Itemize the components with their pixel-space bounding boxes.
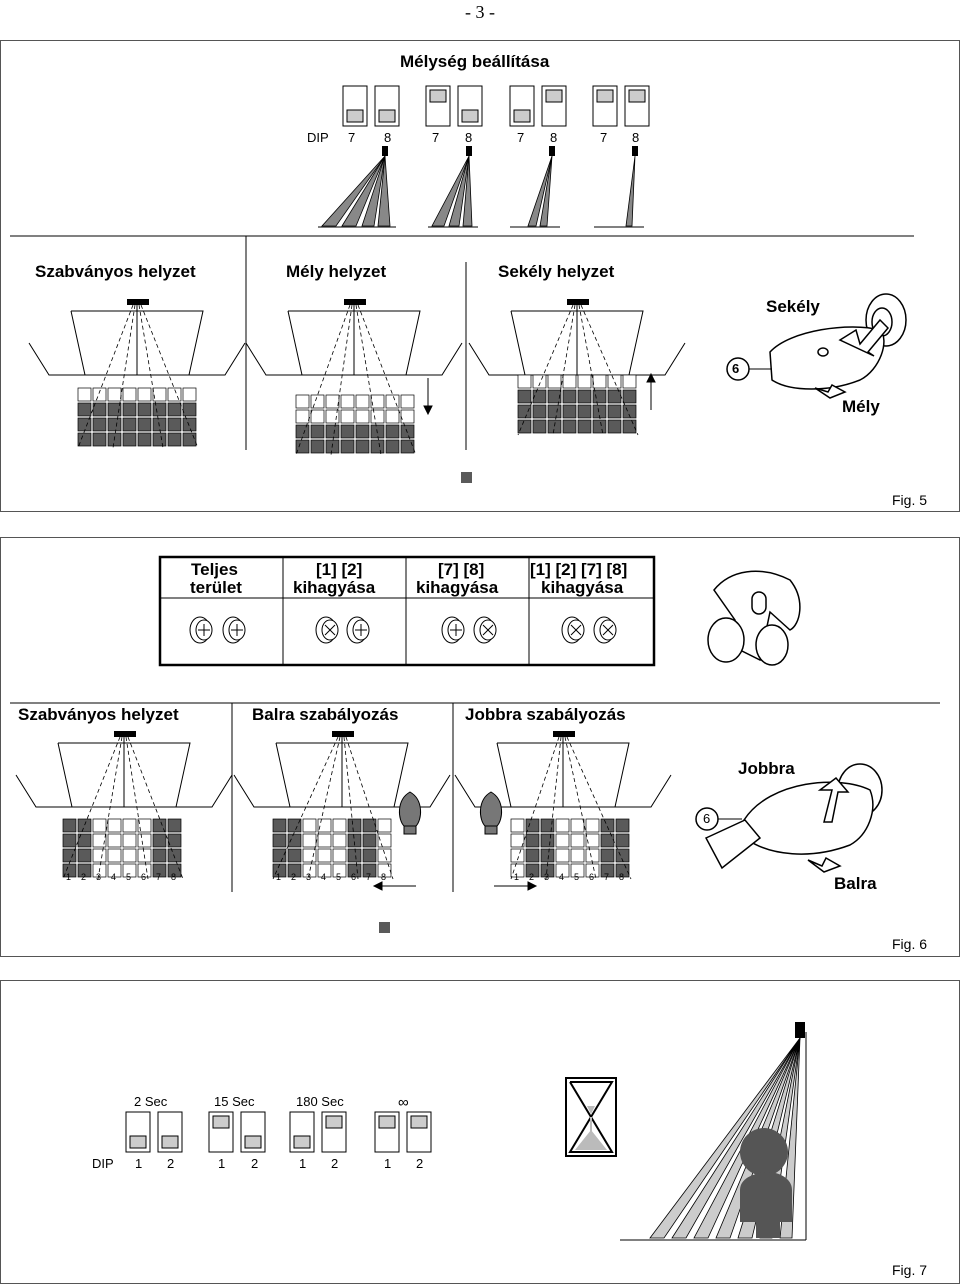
column-number: 2 — [529, 872, 535, 882]
table-header-78: [7] [8] — [438, 560, 485, 579]
dip-num: 1 — [218, 1156, 226, 1171]
fig5-shallow-text: Sekély — [766, 297, 820, 316]
table-header-1278-sub: kihagyása — [541, 578, 624, 597]
column-number: 6 — [589, 872, 595, 882]
dip-num: 7 — [517, 130, 525, 145]
column-number: 2 — [291, 872, 297, 882]
dip-num: 7 — [600, 130, 608, 145]
table-header-1278: [1] [2] [7] [8] — [530, 560, 628, 579]
dip-num: 8 — [465, 130, 473, 145]
fig6-standard-label: Szabványos helyzet — [18, 705, 179, 724]
fig7-dip-label: DIP — [92, 1156, 114, 1171]
column-number: 3 — [306, 872, 312, 882]
dip-num: 7 — [432, 130, 440, 145]
dip-num: 8 — [384, 130, 392, 145]
fig6-right-label: Jobbra szabályozás — [465, 705, 626, 724]
column-number: 1 — [276, 872, 282, 882]
fig6-caption: Fig. 6 — [892, 936, 928, 952]
column-number: 6 — [141, 872, 147, 882]
dip-num: 2 — [251, 1156, 259, 1171]
dip-num: 2 — [416, 1156, 424, 1171]
fig5-standard-label: Szabványos helyzet — [35, 262, 196, 281]
dip-num: 1 — [384, 1156, 392, 1171]
time-2sec: 2 Sec — [134, 1094, 168, 1109]
fig6-right-text: Jobbra — [738, 759, 795, 778]
dip-num: 7 — [348, 130, 356, 145]
column-number: 7 — [604, 872, 610, 882]
column-number: 4 — [559, 872, 565, 882]
table-header-78-sub: kihagyása — [416, 578, 499, 597]
column-number: 1 — [514, 872, 520, 882]
fig5-deep-label: Mély helyzet — [286, 262, 387, 281]
page-number: - 3 - — [465, 2, 495, 22]
column-number: 7 — [156, 872, 162, 882]
fig5-shallow-label: Sekély helyzet — [498, 262, 615, 281]
fig5-deep-text: Mély — [842, 397, 880, 416]
dip-num: 2 — [331, 1156, 339, 1171]
time-180sec: 180 Sec — [296, 1094, 344, 1109]
column-number: 2 — [81, 872, 87, 882]
column-number: 3 — [96, 872, 102, 882]
column-number: 4 — [321, 872, 327, 882]
dip-num: 1 — [135, 1156, 143, 1171]
time-15sec: 15 Sec — [214, 1094, 255, 1109]
column-number: 8 — [619, 872, 625, 882]
time-infinite: ∞ — [398, 1094, 409, 1111]
dip-num: 2 — [167, 1156, 175, 1171]
column-number: 8 — [381, 872, 387, 882]
column-number: 8 — [171, 872, 177, 882]
table-header-12: [1] [2] — [316, 560, 363, 579]
fig5-caption: Fig. 5 — [892, 492, 928, 508]
fig7-drawing — [125, 1022, 807, 1241]
fig6-drawing — [10, 555, 940, 933]
column-number: 4 — [111, 872, 117, 882]
column-number: 5 — [336, 872, 342, 882]
table-header-12-sub: kihagyása — [293, 578, 376, 597]
table-header-full: Teljes — [191, 560, 238, 579]
fig5-drawing — [10, 85, 914, 483]
fig6-key-number: 6 — [703, 811, 711, 826]
fig7-caption: Fig. 7 — [892, 1262, 928, 1278]
column-number: 5 — [574, 872, 580, 882]
table-header-full-sub: terület — [190, 578, 242, 597]
column-number: 7 — [366, 872, 372, 882]
column-number: 6 — [351, 872, 357, 882]
column-number: 5 — [126, 872, 132, 882]
fig6-left-text: Balra — [834, 874, 877, 893]
dip-num: 8 — [632, 130, 640, 145]
fig5-dip-label: DIP — [307, 130, 329, 145]
column-number: 3 — [544, 872, 550, 882]
fig6-left-label: Balra szabályozás — [252, 705, 399, 724]
dip-num: 8 — [550, 130, 558, 145]
column-number: 1 — [66, 872, 72, 882]
fig5-title: Mélység beállítása — [400, 52, 550, 71]
fig5-key-number: 6 — [732, 361, 740, 376]
dip-num: 1 — [299, 1156, 307, 1171]
